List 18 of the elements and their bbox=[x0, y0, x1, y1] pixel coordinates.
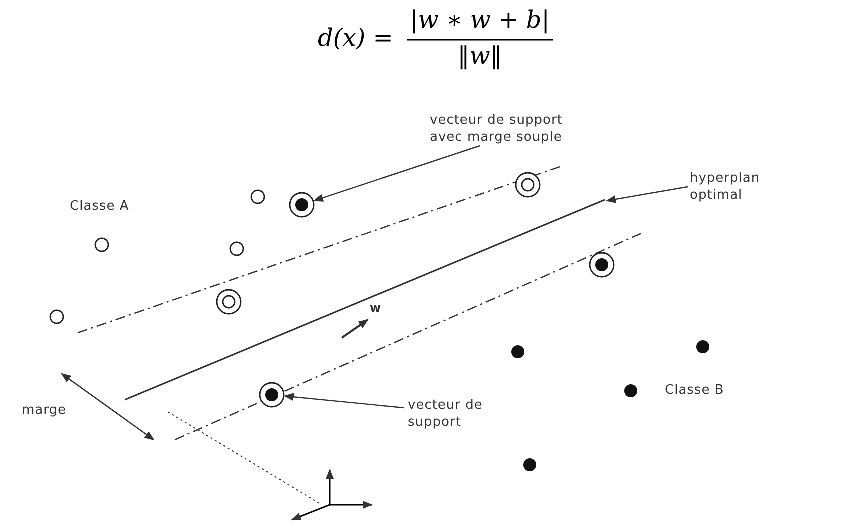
support-vector-symbol bbox=[289, 192, 315, 218]
vector-label: w bbox=[370, 300, 382, 317]
callout-text: hyperplan optimal bbox=[690, 170, 800, 204]
formula-numerator: |w ∗ w + b| bbox=[409, 6, 551, 34]
class-label: Classe A bbox=[70, 198, 130, 215]
leader-line bbox=[606, 186, 688, 204]
callout-text: vecteur de support avec marge souple bbox=[430, 112, 600, 146]
leader-line bbox=[313, 145, 480, 202]
leader-line bbox=[284, 393, 404, 409]
support-vector-symbol bbox=[216, 289, 242, 315]
support-vector-symbol bbox=[515, 172, 541, 198]
support-vector-symbol bbox=[259, 382, 285, 408]
margin-label: marge bbox=[22, 402, 66, 419]
class-label: Classe B bbox=[665, 382, 724, 399]
formula-denominator: ‖w‖ bbox=[456, 42, 504, 70]
support-vector-symbol bbox=[589, 252, 615, 278]
formula-text: d(x) = bbox=[318, 24, 394, 52]
callout-text: vecteur de support bbox=[408, 397, 538, 431]
